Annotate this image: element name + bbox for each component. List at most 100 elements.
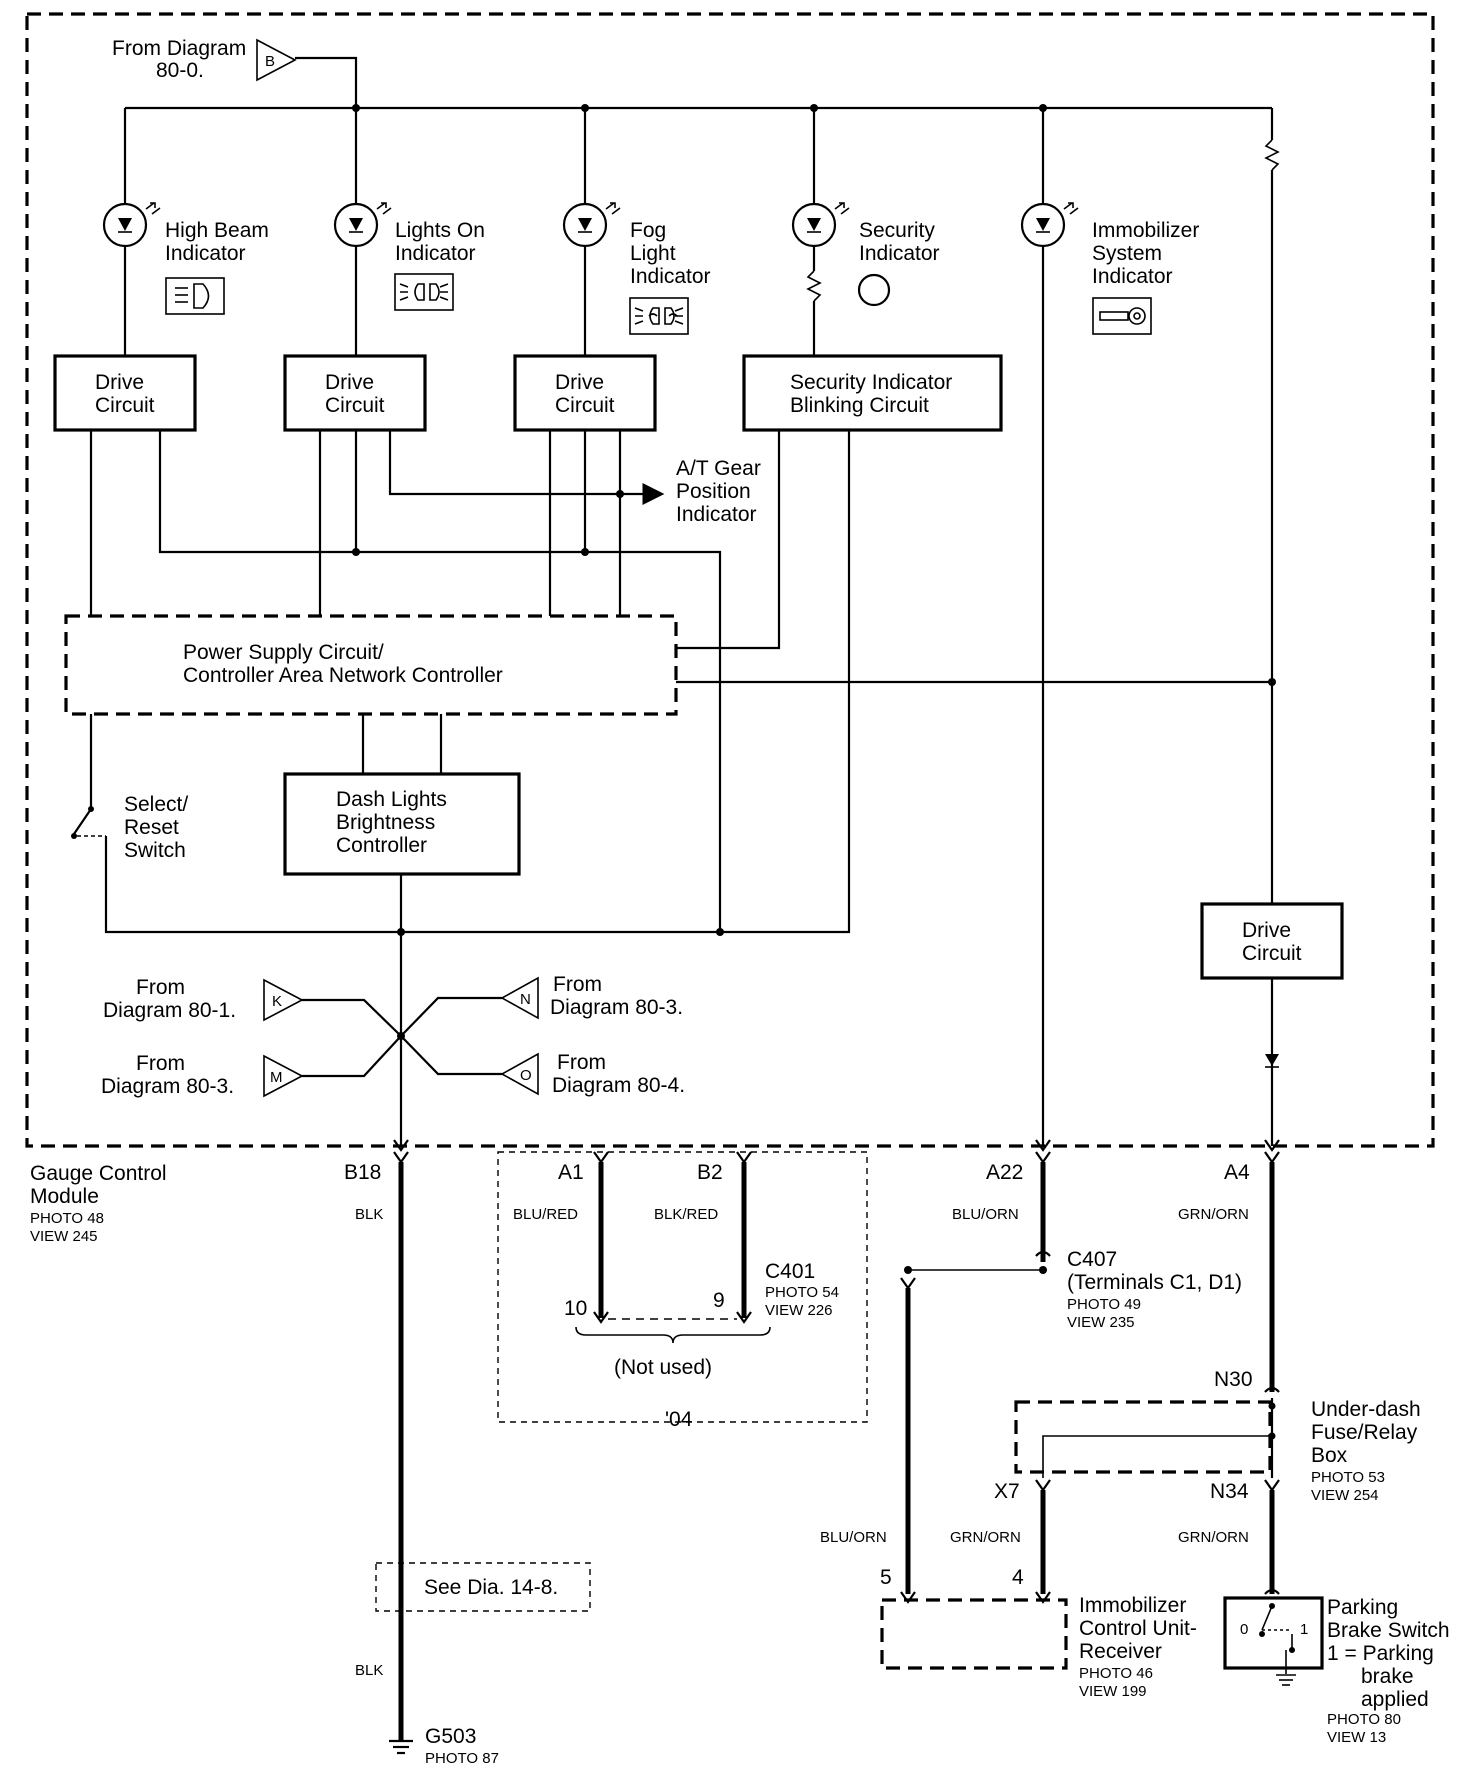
dash-lights-controller bbox=[283, 772, 521, 876]
ref-k-triangle-icon bbox=[263, 978, 304, 1022]
ref-n-triangle-icon bbox=[500, 976, 539, 1020]
ref-n-label-1: From bbox=[553, 973, 602, 996]
pin-5: 5 bbox=[880, 1566, 892, 1589]
immobilizer-bulb-icon bbox=[1020, 202, 1079, 248]
terminal-n30: N30 bbox=[1214, 1368, 1253, 1391]
ref-k-label-2: Diagram 80-1. bbox=[103, 999, 236, 1022]
select-reset-label-1: Select/ bbox=[124, 793, 188, 816]
dash-lights-label-1: Dash Lights bbox=[336, 788, 447, 811]
fuse-box-label-2: Fuse/Relay bbox=[1311, 1421, 1418, 1444]
module-view: VIEW 245 bbox=[30, 1228, 98, 1245]
at-gear-label-1: A/T Gear bbox=[676, 457, 761, 480]
immob-unit-photo: PHOTO 46 bbox=[1079, 1665, 1153, 1682]
parking-label-3: 1 = Parking bbox=[1327, 1642, 1434, 1665]
high-beam-label-1: High Beam bbox=[165, 219, 269, 242]
terminal-b2: B2 bbox=[697, 1161, 723, 1184]
high-beam-label-2: Indicator bbox=[165, 242, 246, 265]
drive-circuit-3-label-1: Drive bbox=[555, 371, 604, 394]
ref-b-label-2: 80-0. bbox=[156, 59, 204, 82]
drive-circuit-3 bbox=[513, 354, 657, 432]
dash-lights-label-3: Controller bbox=[336, 834, 427, 857]
fuse-box-label-3: Box bbox=[1311, 1444, 1348, 1467]
drive-circuit-1 bbox=[53, 354, 197, 432]
fog-light-symbol-icon bbox=[629, 297, 689, 335]
wire-5-color: BLU/ORN bbox=[820, 1529, 887, 1546]
pin-9: 9 bbox=[713, 1289, 725, 1312]
drive-circuit-3-label-2: Circuit bbox=[555, 394, 615, 417]
power-supply-box bbox=[64, 614, 678, 716]
fuse-relay-box bbox=[1014, 1400, 1272, 1474]
parking-pos-1: 1 bbox=[1300, 1621, 1308, 1638]
drive-circuit-2-label-2: Circuit bbox=[325, 394, 385, 417]
parking-photo: PHOTO 80 bbox=[1327, 1711, 1401, 1728]
select-reset-label-3: Switch bbox=[124, 839, 186, 862]
module-label-2: Module bbox=[30, 1185, 99, 1208]
module-label-1: Gauge Control bbox=[30, 1162, 167, 1185]
not-used-label: (Not used) bbox=[614, 1356, 712, 1379]
c401-photo: PHOTO 54 bbox=[765, 1284, 839, 1301]
security-blink-label-2: Blinking Circuit bbox=[790, 394, 929, 417]
c407-label: C407 bbox=[1067, 1248, 1117, 1271]
ref-m-triangle-icon bbox=[263, 1054, 304, 1098]
ground-icon bbox=[389, 1739, 413, 1755]
gauge-control-module-outline bbox=[25, 12, 1435, 1148]
immob-unit-view: VIEW 199 bbox=[1079, 1683, 1147, 1700]
wire-a22-color: BLU/ORN bbox=[952, 1206, 1019, 1223]
wire-a4-color: GRN/ORN bbox=[1178, 1206, 1249, 1223]
drive-circuit-1-label-1: Drive bbox=[95, 371, 144, 394]
security-circle-icon bbox=[857, 273, 891, 307]
dash-lights-label-2: Brightness bbox=[336, 811, 435, 834]
immobilizer-label-3: Indicator bbox=[1092, 265, 1173, 288]
ref-m-label-2: Diagram 80-3. bbox=[101, 1075, 234, 1098]
fog-bulb-icon bbox=[562, 202, 621, 248]
ref-o-label-1: From bbox=[557, 1051, 606, 1074]
fog-label-1: Fog bbox=[630, 219, 666, 242]
high-beam-symbol-icon bbox=[165, 277, 225, 315]
parking-label-4: brake bbox=[1361, 1665, 1414, 1688]
brace-icon bbox=[575, 1326, 771, 1344]
diode-icon bbox=[1265, 1054, 1279, 1066]
ref-n-label-2: Diagram 80-3. bbox=[550, 996, 683, 1019]
terminal-b18: B18 bbox=[344, 1161, 381, 1184]
security-blink-label-1: Security Indicator bbox=[790, 371, 952, 394]
parking-ground-icon bbox=[1276, 1674, 1296, 1686]
ref-o-letter: O bbox=[520, 1067, 532, 1084]
fog-label-2: Light bbox=[630, 242, 676, 265]
at-gear-label-2: Position bbox=[676, 480, 751, 503]
drive-circuit-4 bbox=[1200, 902, 1344, 980]
high-beam-bulb-icon bbox=[102, 202, 161, 248]
pin-10: 10 bbox=[564, 1297, 587, 1320]
power-supply-label-2: Controller Area Network Controller bbox=[183, 664, 503, 687]
immobilizer-label-2: System bbox=[1092, 242, 1162, 265]
ref-k-letter: K bbox=[272, 993, 282, 1010]
ref-b-letter: B bbox=[265, 53, 275, 70]
wire-b2-color: BLK/RED bbox=[654, 1206, 718, 1223]
ref-m-label-1: From bbox=[136, 1052, 185, 1075]
ref-b-label-1: From Diagram bbox=[112, 37, 246, 60]
immobilizer-label-1: Immobilizer bbox=[1092, 219, 1199, 242]
immobilizer-control-unit bbox=[880, 1598, 1068, 1670]
see-dia-box bbox=[375, 1562, 591, 1612]
fuse-box-view: VIEW 254 bbox=[1311, 1487, 1379, 1504]
see-dia-label: See Dia. 14-8. bbox=[424, 1576, 558, 1599]
parking-label-1: Parking bbox=[1327, 1596, 1398, 1619]
fog-label-3: Indicator bbox=[630, 265, 711, 288]
pin-4: 4 bbox=[1012, 1566, 1024, 1589]
lights-on-label-2: Indicator bbox=[395, 242, 476, 265]
ref-o-triangle-icon bbox=[500, 1052, 539, 1096]
c401-view: VIEW 226 bbox=[765, 1302, 833, 1319]
terminal-a4: A4 bbox=[1224, 1161, 1250, 1184]
terminal-n34: N34 bbox=[1210, 1480, 1249, 1503]
c407-view: VIEW 235 bbox=[1067, 1314, 1135, 1331]
g503-label: G503 bbox=[425, 1725, 476, 1748]
immob-unit-label-2: Control Unit- bbox=[1079, 1617, 1197, 1640]
lights-on-bulb-icon bbox=[333, 202, 392, 248]
drive-circuit-2 bbox=[283, 354, 427, 432]
parking-brake-switch bbox=[1223, 1596, 1324, 1670]
year-label: '04 bbox=[665, 1408, 693, 1431]
ref-n-letter: N bbox=[520, 991, 531, 1008]
security-label-1: Security bbox=[859, 219, 935, 242]
security-blink-circuit bbox=[742, 354, 1003, 432]
immob-unit-label-3: Receiver bbox=[1079, 1640, 1162, 1663]
